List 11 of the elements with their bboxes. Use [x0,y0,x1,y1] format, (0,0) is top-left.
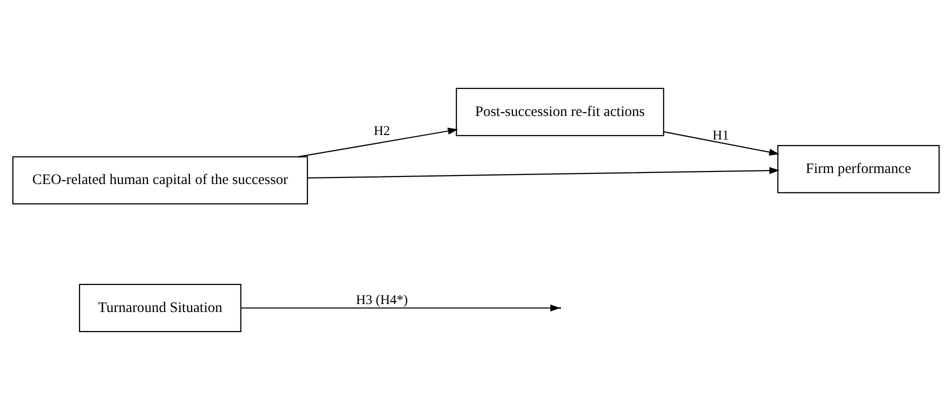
edge-label: H1 [712,127,729,142]
arrow [298,127,458,157]
arrow [664,130,780,156]
node-box: Firm performance [777,144,940,193]
arrow [308,166,780,178]
node-box: Turnaround Situation [78,283,242,332]
node-box: CEO-related human capital of the successor [12,156,308,204]
arrow [241,304,560,312]
edge-label: H2 [374,122,390,138]
node-box: Post-succession re-fit actions [456,87,664,136]
edge-label: H3 (H4*) [356,292,408,307]
